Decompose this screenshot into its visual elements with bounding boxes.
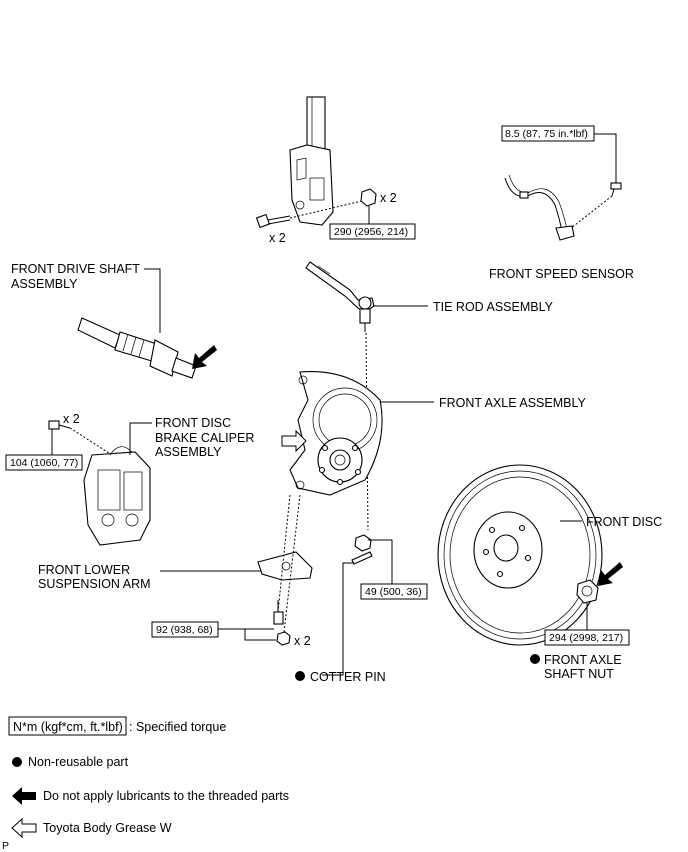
- front-axle-label: FRONT AXLE ASSEMBLY: [439, 396, 586, 410]
- tie-rod-illustration: [305, 261, 375, 332]
- cotter-pin-label: COTTER PIN: [310, 670, 386, 684]
- front-axle-illustration: [289, 371, 383, 496]
- caliper-bolt: [48, 420, 71, 430]
- front-drive-shaft-label-2: ASSEMBLY: [11, 277, 78, 291]
- lower-arm-nut-qty: x 2: [294, 634, 311, 648]
- strut-torque: 290 (2956, 214): [334, 226, 408, 238]
- axle-nut-torque-box: [544, 629, 630, 646]
- axle-nut-label-1: FRONT AXLE: [544, 653, 622, 667]
- strut-nut: [360, 188, 377, 207]
- caliper-illustration: [83, 446, 151, 546]
- axle-shaft-nut: [576, 579, 599, 604]
- legend-torque-unit: N*m (kgf*cm, ft.*lbf): [13, 720, 123, 734]
- legend-torque-desc: : Specified torque: [129, 720, 226, 734]
- caliper-torque-box: [5, 454, 83, 471]
- tie-rod-nut-torque-box: [360, 583, 428, 600]
- caliper-label-2: BRAKE CALIPER: [155, 431, 254, 445]
- filled-arrow-icon: [12, 787, 36, 805]
- lower-arm-label-1: FRONT LOWER: [38, 563, 130, 577]
- filled-circle-icon: [12, 757, 22, 767]
- speed-sensor-torque: 8.5 (87, 75 in.*lbf): [505, 128, 588, 140]
- caliper-label-3: ASSEMBLY: [155, 445, 222, 459]
- no-lubricant-arrow-shaft: [192, 345, 217, 369]
- legend-grease: Toyota Body Grease W: [43, 821, 172, 835]
- caliper-torque: 104 (1060, 77): [10, 457, 78, 469]
- tie-rod-label: TIE ROD ASSEMBLY: [433, 300, 554, 314]
- front-disc-illustration: [437, 464, 603, 646]
- legend-torque-box: [8, 716, 127, 736]
- lower-arm-nut: [276, 631, 291, 646]
- no-lubricant-arrow-nut: [598, 562, 623, 586]
- cotter-pin: [351, 551, 373, 565]
- caliper-bolt-qty: x 2: [63, 412, 80, 426]
- lower-arm-bolt: [273, 600, 284, 625]
- strut-nut-qty: x 2: [380, 191, 397, 205]
- tie-rod-nut-torque: 49 (500, 36): [365, 586, 422, 598]
- strut-illustration: [289, 96, 334, 226]
- front-drive-shaft-illustration: [77, 317, 197, 379]
- lower-arm-label-2: SUSPENSION ARM: [38, 577, 151, 591]
- front-speed-sensor-label: FRONT SPEED SENSOR: [489, 267, 634, 281]
- legend-no-lubricant: Do not apply lubricants to the threaded …: [43, 789, 289, 803]
- legend-non-reusable: Non-reusable part: [28, 755, 129, 769]
- speed-sensor-bolt: [610, 182, 622, 197]
- legend: N*m (kgf*cm, ft.*lbf) : Specified torque…: [8, 716, 289, 839]
- corner-mark: P: [2, 840, 9, 852]
- caliper-label-1: FRONT DISC: [155, 416, 231, 430]
- strut-bolt-qty: x 2: [269, 231, 286, 245]
- front-drive-shaft-label-1: FRONT DRIVE SHAFT: [11, 262, 140, 276]
- outline-arrow-icon: [11, 817, 37, 839]
- non-reusable-icon-cotter: [295, 671, 305, 681]
- non-reusable-icon-axle-nut: [530, 654, 540, 664]
- strut-torque-box: [329, 223, 416, 240]
- lower-arm-torque: 92 (938, 68): [156, 624, 213, 636]
- tie-rod-nut: [354, 534, 372, 552]
- axle-nut-torque: 294 (2998, 217): [549, 632, 623, 644]
- speed-sensor-illustration: [504, 174, 575, 241]
- axle-nut-label-2: SHAFT NUT: [544, 667, 614, 681]
- strut-bolt: [255, 213, 291, 229]
- front-disc-label: FRONT DISC: [586, 515, 662, 529]
- lower-arm-illustration: [257, 551, 313, 581]
- grease-arrow-axle: [281, 429, 307, 453]
